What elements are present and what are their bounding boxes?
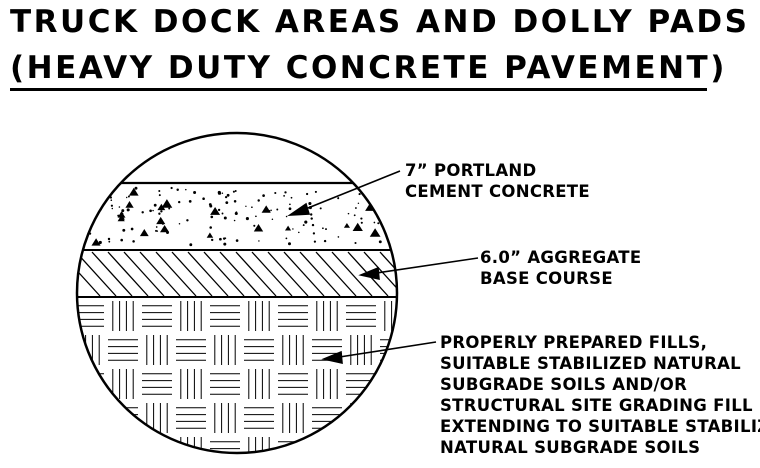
title-underline — [10, 88, 707, 91]
subgrade-label-line-2: SUITABLE STABILIZED NATURAL — [440, 354, 741, 373]
aggregate-label-line-2: BASE COURSE — [480, 269, 613, 288]
subgrade-label-line-6: NATURAL SUBGRADE SOILS — [440, 438, 701, 457]
concrete-arrowhead — [287, 202, 311, 216]
aggregate-hatch — [77, 251, 397, 297]
concrete-label: 7” PORTLAND CEMENT CONCRETE — [405, 160, 590, 202]
concrete-label-line-2: CEMENT CONCRETE — [405, 182, 590, 201]
section-circle — [75, 131, 399, 455]
concrete-leader-line — [297, 170, 401, 213]
subgrade-label-line-4: STRUCTURAL SITE GRADING FILL — [440, 396, 753, 415]
subgrade-label-line-3: SUBGRADE SOILS AND/OR — [440, 375, 688, 394]
subgrade-label-line-5: EXTENDING TO SUITABLE STABILIZED — [440, 417, 760, 436]
concrete-speckles — [83, 186, 390, 247]
subgrade-leader-line — [332, 341, 437, 359]
subgrade-label: PROPERLY PREPARED FILLS, SUITABLE STABIL… — [440, 332, 760, 458]
aggregate-leader-line — [369, 257, 479, 275]
subgrade-label-line-1: PROPERLY PREPARED FILLS, — [440, 333, 708, 352]
aggregate-label-line-1: 6.0” AGGREGATE — [480, 248, 642, 267]
aggregate-arrowhead — [358, 266, 380, 281]
aggregate-label: 6.0” AGGREGATE BASE COURSE — [480, 247, 641, 289]
title-line-2: (HEAVY DUTY CONCRETE PAVEMENT) — [10, 50, 727, 86]
subgrade-arrowhead — [321, 350, 343, 365]
title-line-1: TRUCK DOCK AREAS AND DOLLY PADS — [10, 4, 750, 40]
concrete-label-line-1: 7” PORTLAND — [405, 161, 537, 180]
